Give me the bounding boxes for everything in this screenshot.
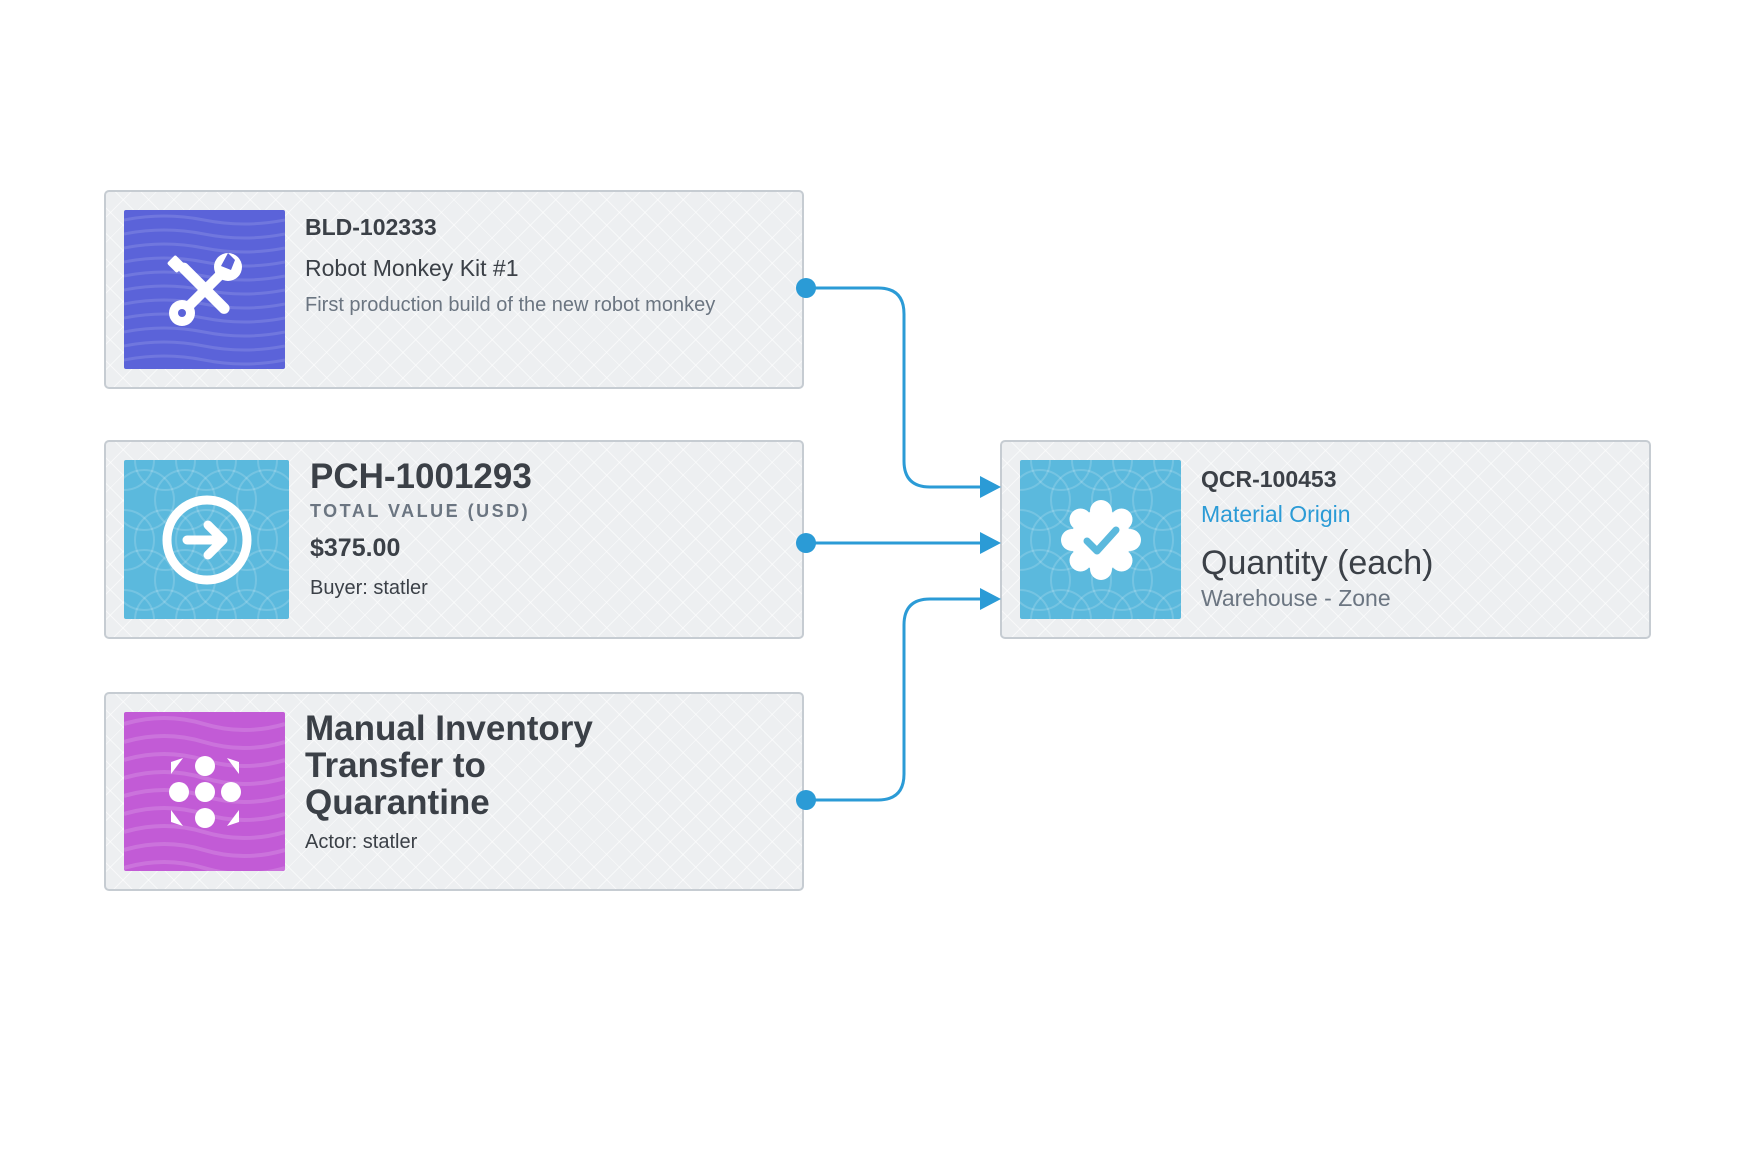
build-text: BLD-102333 Robot Monkey Kit #1 First pro… [305,214,715,317]
build-name: Robot Monkey Kit #1 [305,255,519,281]
transfer-title: Manual Inventory Transfer to Quarantine [305,709,593,822]
purchase-id: PCH-1001293 [310,457,532,496]
port-build-out[interactable] [796,278,816,298]
quality-location: Warehouse - Zone [1201,585,1391,611]
arrow-right-circle-icon [162,495,251,584]
build-card[interactable]: BLD-102333 Robot Monkey Kit #1 First pro… [104,190,804,389]
port-transfer-out[interactable] [796,790,816,810]
arrow-head [980,476,1001,498]
port-purchase-out[interactable] [796,533,816,553]
purchase-text: PCH-1001293 TOTAL VALUE (USD) $375.00 Bu… [310,458,532,600]
wave-pattern [124,214,285,366]
quality-quantity: Quantity (each) [1201,544,1434,582]
quality-id: QCR-100453 [1201,466,1337,492]
arrow-head [980,588,1001,610]
transfer-card[interactable]: Manual Inventory Transfer to Quarantine … [104,692,804,891]
transfer-tile [124,712,285,871]
purchase-tile [124,460,289,619]
purchase-card[interactable]: PCH-1001293 TOTAL VALUE (USD) $375.00 Bu… [104,440,804,639]
transfer-actor: Actor: statler [305,831,418,853]
verified-badge-icon [1060,499,1141,580]
arrow-head [980,532,1001,554]
material-origin-link[interactable]: Material Origin [1201,501,1351,527]
quality-card[interactable]: QCR-100453 Material Origin Quantity (eac… [1000,440,1651,639]
build-description: First production build of the new robot … [305,294,716,316]
dots-grid-icon [168,755,241,828]
connector-transfer-quality [806,597,985,802]
purchase-value: $375.00 [310,534,401,562]
build-id: BLD-102333 [305,214,437,240]
connector-build-quality [806,286,985,489]
build-tile [124,210,285,369]
quality-text: QCR-100453 Material Origin Quantity (eac… [1201,466,1433,612]
tools-icon [167,252,242,326]
quality-tile [1020,460,1181,619]
transfer-text: Manual Inventory Transfer to Quarantine … [305,710,625,854]
purchase-buyer: Buyer: statler [310,577,428,599]
purchase-value-caption: TOTAL VALUE (USD) [310,501,531,521]
